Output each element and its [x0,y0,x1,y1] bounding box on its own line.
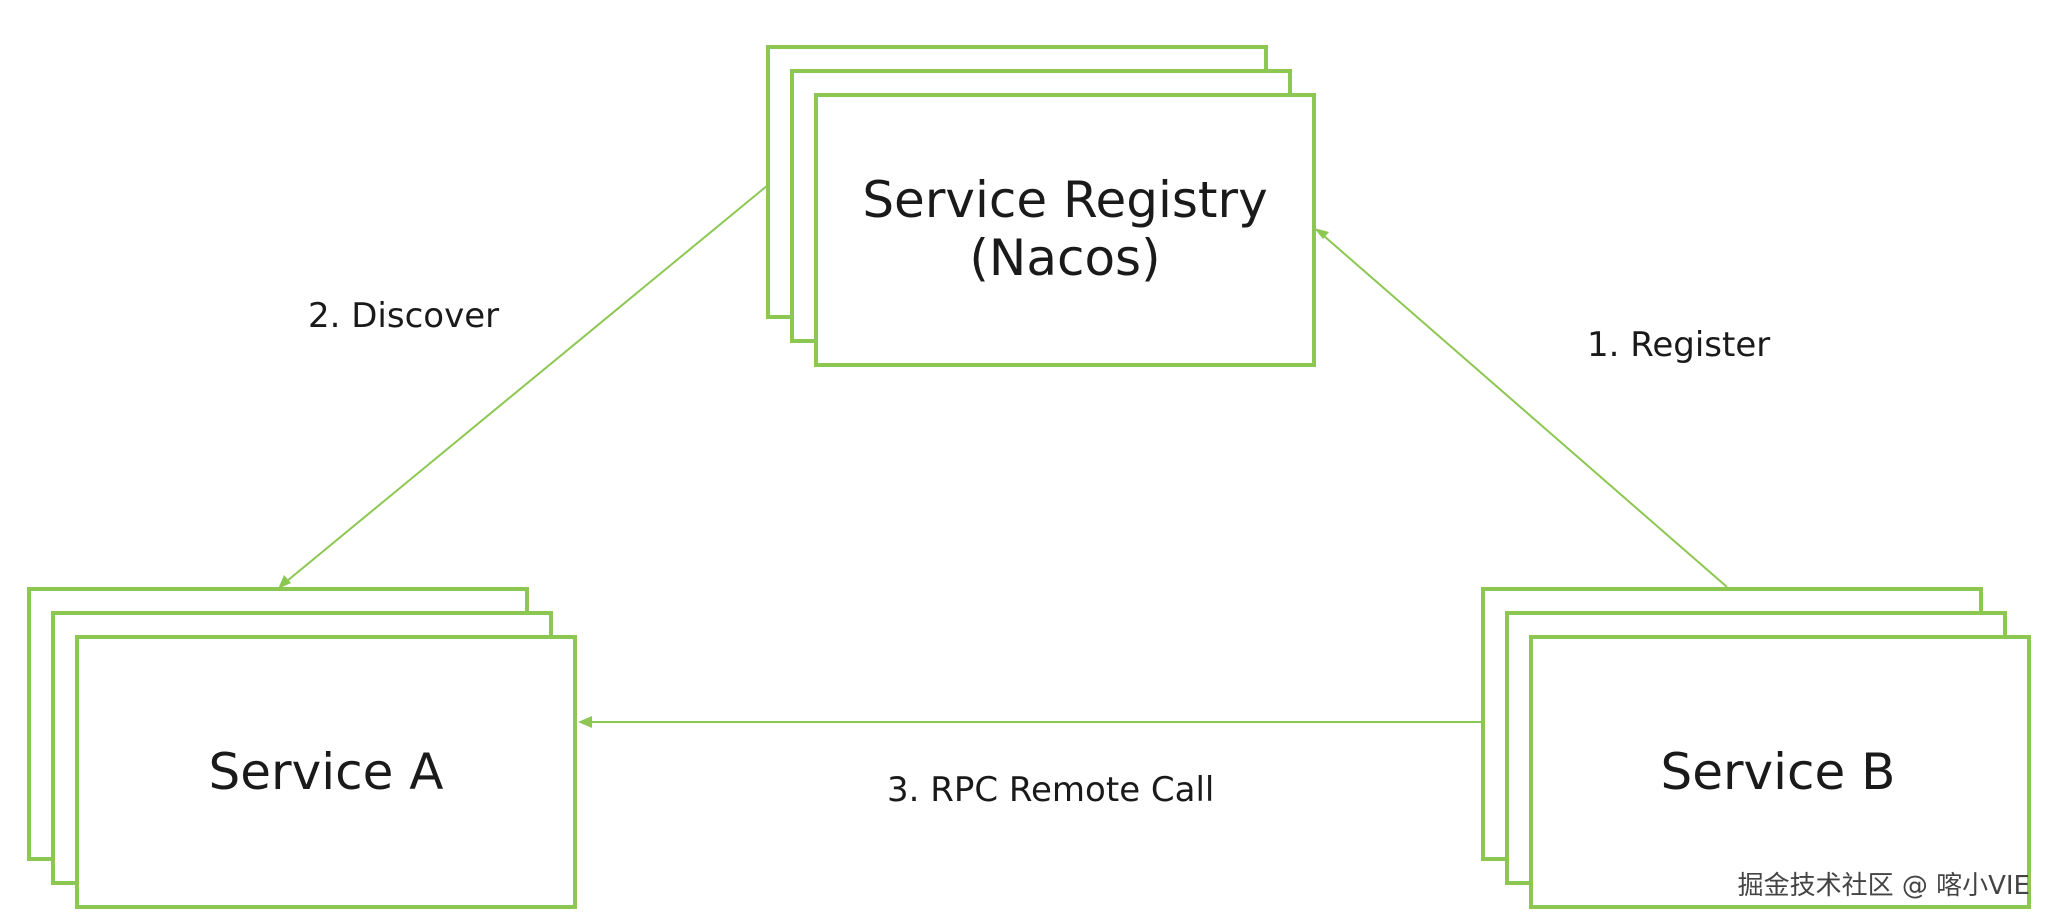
register-label: 1. Register [1587,325,1770,365]
service-a-title: Service A [209,743,444,801]
service-registry-node: Service Registry (Nacos) [766,45,1316,367]
discover-arrowhead [278,575,291,589]
register-arrowhead [1314,228,1329,239]
service-b-stack-front [1529,635,2031,909]
discover-arrow-line [286,184,769,582]
register-arrow-line [1323,235,1728,588]
rpc-edge: 3. RPC Remote Call [578,716,1483,810]
service-a-node: Service A [27,587,577,909]
rpc-arrowhead [578,716,592,728]
registry-title-line1: Service Registry [862,171,1267,229]
register-edge: 1. Register [1314,228,1770,588]
discover-edge: 2. Discover [278,184,769,589]
watermark-text: 掘金技术社区 @ 喀小VIE [1738,871,2030,901]
rpc-label: 3. RPC Remote Call [887,770,1214,810]
service-a-stack-front [75,635,577,909]
service-b-title: Service B [1661,743,1896,801]
discover-label: 2. Discover [308,296,499,336]
registry-title-line2: (Nacos) [969,229,1160,287]
registry-stack-front [814,93,1316,367]
service-b-node: Service B [1481,587,2031,909]
